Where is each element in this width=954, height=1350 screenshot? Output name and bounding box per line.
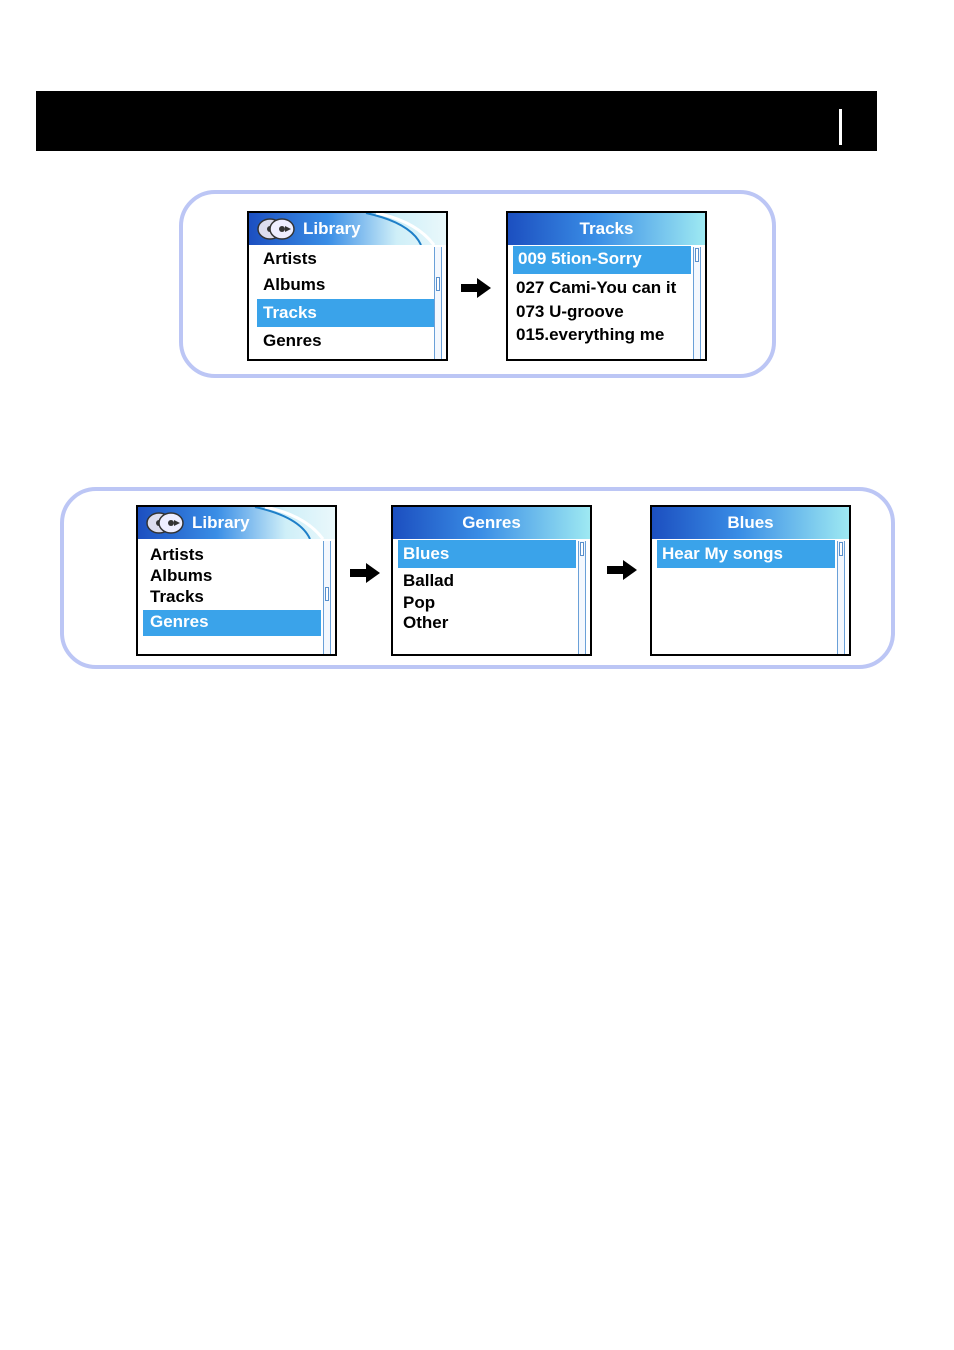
screen-title-bar: Library <box>138 507 335 539</box>
genre-item-blues[interactable]: Blues <box>403 543 449 565</box>
menu-item-artists[interactable]: Artists <box>150 544 204 566</box>
screen-title: Library <box>303 213 361 245</box>
menu-item-albums[interactable]: Albums <box>263 274 325 296</box>
menu-item-albums[interactable]: Albums <box>150 565 212 587</box>
menu-item-genres[interactable]: Genres <box>150 611 209 633</box>
scrollbar-thumb[interactable] <box>436 277 440 291</box>
scrollbar-thumb[interactable] <box>839 542 843 556</box>
arrow-right-icon <box>607 560 637 580</box>
scrollbar[interactable] <box>323 541 331 654</box>
screen-title-bar: Blues <box>652 507 849 539</box>
track-item[interactable]: 015.everything me <box>516 324 664 346</box>
scrollbar-thumb[interactable] <box>695 248 699 262</box>
library-screen: Library Artists Albums Tracks Genres <box>247 211 448 361</box>
scrollbar[interactable] <box>837 541 845 654</box>
screen-title-bar: Genres <box>393 507 590 539</box>
track-item[interactable]: 009 5tion-Sorry <box>518 248 642 270</box>
genres-screen: Genres Blues Ballad Pop Other <box>391 505 592 656</box>
disc-icon <box>257 218 295 240</box>
disc-icon <box>146 512 184 534</box>
arrow-right-icon <box>350 563 380 583</box>
screen-title: Blues <box>727 513 773 532</box>
scrollbar-thumb[interactable] <box>325 587 329 601</box>
tracks-screen: Tracks 009 5tion-Sorry 027 Cami-You can … <box>506 211 707 361</box>
screen-title: Tracks <box>580 219 634 238</box>
screen-title: Library <box>192 507 250 539</box>
menu-item-artists[interactable]: Artists <box>263 248 317 270</box>
library-screen: Library Artists Albums Tracks Genres <box>136 505 337 656</box>
header-divider <box>839 109 842 145</box>
track-item[interactable]: 073 U-groove <box>516 301 624 323</box>
track-item[interactable]: 027 Cami-You can it <box>516 277 676 299</box>
arrow-right-icon <box>461 278 491 298</box>
genre-item-other[interactable]: Other <box>403 612 448 634</box>
menu-item-tracks[interactable]: Tracks <box>263 302 317 324</box>
screen-title-bar: Library <box>249 213 446 245</box>
song-item[interactable]: Hear My songs <box>662 543 783 565</box>
scrollbar[interactable] <box>693 247 701 359</box>
menu-item-tracks[interactable]: Tracks <box>150 586 204 608</box>
genre-item-ballad[interactable]: Ballad <box>403 570 454 592</box>
blues-screen: Blues Hear My songs <box>650 505 851 656</box>
scrollbar-thumb[interactable] <box>580 542 584 556</box>
scrollbar[interactable] <box>578 541 586 654</box>
page-header-bar <box>36 91 877 151</box>
screen-title: Genres <box>462 513 521 532</box>
scrollbar[interactable] <box>434 247 442 359</box>
menu-item-genres[interactable]: Genres <box>263 330 322 352</box>
genre-item-pop[interactable]: Pop <box>403 592 435 614</box>
screen-title-bar: Tracks <box>508 213 705 245</box>
